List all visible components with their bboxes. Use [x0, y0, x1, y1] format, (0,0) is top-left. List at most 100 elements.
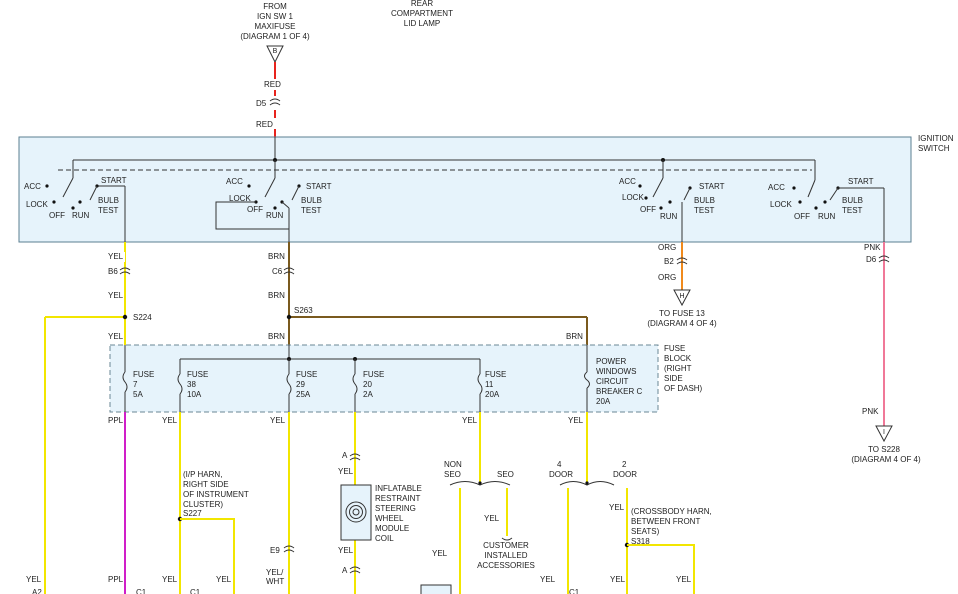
svg-text:C1: C1	[569, 588, 580, 594]
svg-text:YEL: YEL	[540, 575, 556, 584]
svg-text:BRN: BRN	[268, 252, 285, 261]
svg-text:SEO: SEO	[497, 470, 514, 479]
svg-text:LOCK: LOCK	[622, 193, 644, 202]
svg-text:FUSE: FUSE	[187, 370, 208, 379]
connector-b6: B6	[108, 267, 118, 276]
svg-text:S224: S224	[133, 313, 152, 322]
svg-text:OFF: OFF	[640, 205, 656, 214]
svg-text:FROM: FROM	[263, 2, 287, 11]
svg-text:(DIAGRAM 1 OF 4): (DIAGRAM 1 OF 4)	[240, 32, 310, 41]
svg-text:START: START	[699, 182, 725, 191]
source-label: FROM IGN SW 1 MAXIFUSE (DIAGRAM 1 OF 4)	[240, 2, 310, 41]
svg-text:RUN: RUN	[818, 212, 836, 221]
svg-text:10A: 10A	[187, 390, 202, 399]
svg-text:ACC: ACC	[24, 182, 41, 191]
svg-text:OF INSTRUMENT: OF INSTRUMENT	[183, 490, 249, 499]
svg-text:FUSE: FUSE	[133, 370, 154, 379]
svg-text:WHT: WHT	[266, 577, 284, 586]
svg-text:RIGHT SIDE: RIGHT SIDE	[183, 480, 229, 489]
crossbody-note: (CROSSBODY HARN, BETWEEN FRONT SEATS)	[631, 507, 712, 536]
svg-text:2: 2	[622, 460, 627, 469]
svg-text:29: 29	[296, 380, 305, 389]
svg-text:YEL: YEL	[162, 416, 178, 425]
svg-text:YEL: YEL	[338, 467, 354, 476]
svg-text:YEL: YEL	[568, 416, 584, 425]
svg-text:INSTALLED: INSTALLED	[485, 551, 528, 560]
svg-text:FUSE: FUSE	[664, 344, 685, 353]
svg-text:YEL: YEL	[162, 575, 178, 584]
svg-text:7: 7	[133, 380, 138, 389]
svg-text:11: 11	[485, 380, 494, 389]
svg-text:5A: 5A	[133, 390, 143, 399]
wire-label-red: RED	[264, 80, 281, 89]
svg-text:BRN: BRN	[566, 332, 583, 341]
svg-text:PPL: PPL	[108, 575, 124, 584]
svg-text:ACC: ACC	[619, 177, 636, 186]
dest-s228: TO S228	[868, 445, 900, 454]
svg-text:SIDE: SIDE	[664, 374, 683, 383]
svg-text:B: B	[273, 48, 278, 55]
svg-text:(DIAGRAM 4 OF 4): (DIAGRAM 4 OF 4)	[647, 319, 717, 328]
svg-text:MAXIFUSE: MAXIFUSE	[255, 22, 296, 31]
splice-s224	[122, 314, 128, 320]
svg-text:LOCK: LOCK	[26, 200, 48, 209]
svg-text:YEL: YEL	[676, 575, 692, 584]
svg-text:BLOCK: BLOCK	[664, 354, 692, 363]
switch-section-3: ACC LOCK OFF RUN START BULB TEST	[619, 160, 725, 242]
svg-text:CLUSTER): CLUSTER)	[183, 500, 223, 509]
svg-text:LID LAMP: LID LAMP	[404, 19, 440, 28]
svg-text:OFF: OFF	[49, 211, 65, 220]
svg-text:I: I	[883, 429, 885, 436]
svg-text:SEATS): SEATS)	[631, 527, 660, 536]
svg-text:YEL: YEL	[484, 514, 500, 523]
svg-text:YEL/: YEL/	[266, 568, 284, 577]
svg-text:20A: 20A	[485, 390, 500, 399]
switch-section-2: ACC LOCK OFF RUN START BULB TEST	[215, 160, 332, 242]
svg-text:(I/P HARN,: (I/P HARN,	[183, 470, 222, 479]
svg-text:START: START	[848, 177, 874, 186]
svg-text:YEL: YEL	[270, 416, 286, 425]
svg-text:NON: NON	[444, 460, 462, 469]
svg-text:S318: S318	[631, 537, 650, 546]
connector-e9: E9	[270, 546, 280, 555]
svg-text:C1: C1	[190, 588, 201, 594]
svg-text:ORG: ORG	[658, 243, 676, 252]
bottom-labels: YEL A2 PPL YEL YEL YEL YEL YEL C1 C1 C1	[26, 575, 692, 594]
svg-text:20: 20	[363, 380, 372, 389]
fuse-block-box	[109, 344, 659, 413]
fuse-29: FUSE 29 25A	[286, 359, 317, 412]
svg-text:FUSE: FUSE	[485, 370, 506, 379]
svg-text:RUN: RUN	[266, 211, 284, 220]
connector-d6: D6	[866, 255, 877, 264]
svg-text:PPL: PPL	[108, 416, 124, 425]
svg-text:CIRCUIT: CIRCUIT	[596, 377, 629, 386]
connector-h: H	[673, 289, 691, 307]
svg-text:YEL: YEL	[108, 291, 124, 300]
svg-text:(DIAGRAM 4 OF 4): (DIAGRAM 4 OF 4)	[851, 455, 921, 464]
svg-text:BETWEEN FRONT: BETWEEN FRONT	[631, 517, 700, 526]
ip-harn-note: (I/P HARN, RIGHT SIDE OF INSTRUMENT CLUS…	[183, 470, 249, 509]
dest-fuse13: TO FUSE 13	[659, 309, 705, 318]
svg-text:YEL: YEL	[338, 546, 354, 555]
svg-text:DOOR: DOOR	[549, 470, 573, 479]
svg-text:YEL: YEL	[462, 416, 478, 425]
rear-lamp-label: REAR COMPARTMENT LID LAMP	[391, 0, 453, 28]
splice-s263	[286, 314, 292, 320]
ignition-switch-label: IGNITION	[918, 134, 954, 143]
connector-d5: D5	[256, 99, 267, 108]
svg-text:WINDOWS: WINDOWS	[596, 367, 636, 376]
connector-b2: B2	[664, 257, 674, 266]
fuse-38: FUSE 38 10A	[177, 359, 208, 412]
svg-text:TEST: TEST	[694, 206, 715, 215]
svg-text:BRN: BRN	[268, 332, 285, 341]
svg-text:FUSE: FUSE	[363, 370, 384, 379]
svg-text:INFLATABLE: INFLATABLE	[375, 484, 422, 493]
svg-text:START: START	[306, 182, 332, 191]
svg-text:TEST: TEST	[842, 206, 863, 215]
svg-text:PNK: PNK	[864, 243, 881, 252]
svg-text:POWER: POWER	[596, 357, 626, 366]
svg-text:S227: S227	[183, 509, 202, 518]
fuse-11: FUSE 11 20A	[477, 359, 506, 412]
svg-text:20A: 20A	[596, 397, 611, 406]
